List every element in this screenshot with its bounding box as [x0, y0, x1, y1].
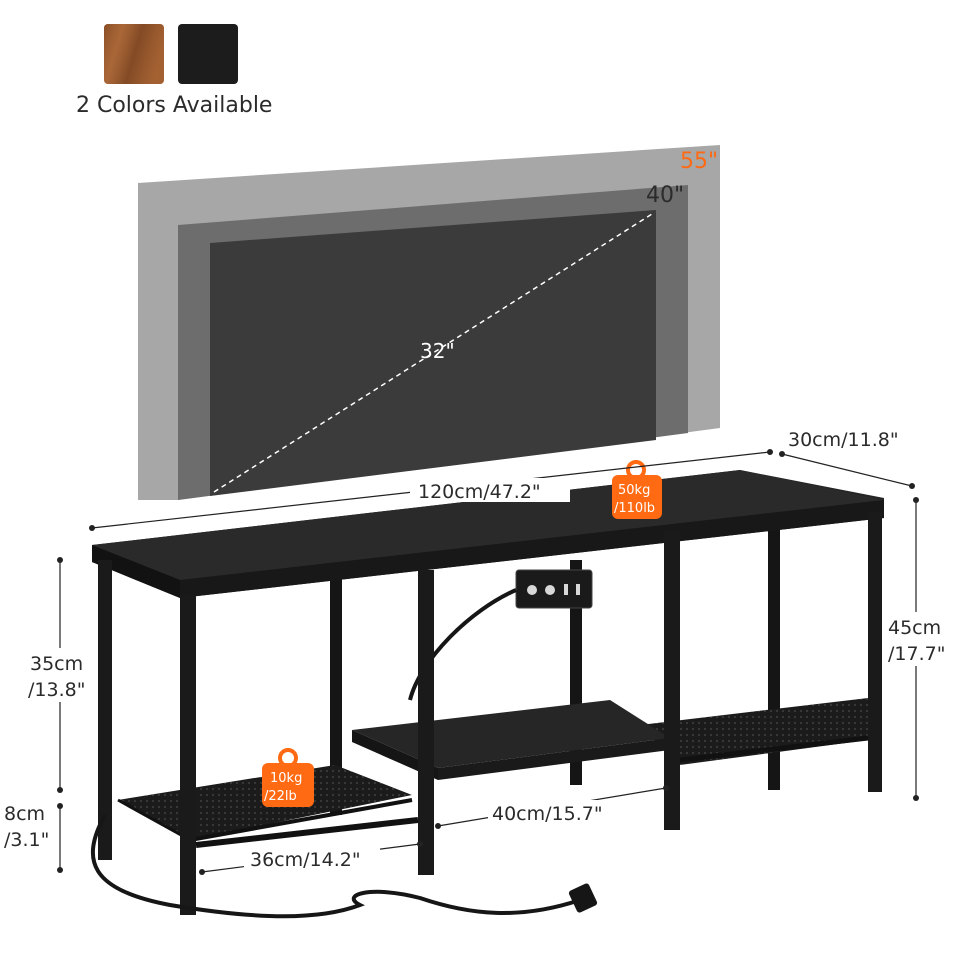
tv-stand: [90, 470, 884, 919]
outlet-icon: [545, 585, 555, 595]
right-mesh-shelf: [640, 698, 868, 765]
leg: [330, 575, 342, 815]
total-height-in: /17.7": [888, 643, 945, 665]
top-load-lb: /110lb: [614, 501, 655, 516]
leg: [180, 595, 196, 915]
plug-icon: [568, 883, 598, 913]
leg: [868, 512, 882, 792]
middle-section-label: 40cm/15.7": [492, 803, 603, 825]
power-cord: [408, 588, 517, 701]
tv-size-guide: 55" 40" 32": [138, 145, 720, 500]
outlet-icon: [527, 585, 537, 595]
left-section-label: 36cm/14.2": [250, 849, 361, 871]
usb-port-icon: [564, 584, 568, 595]
power-strip: [515, 569, 593, 609]
shelf-height-cm: 35cm: [30, 653, 83, 675]
floor-cable: [90, 814, 581, 919]
shelf-load-kg: 10kg: [270, 771, 302, 786]
dimension-annotations: 120cm/47.2" 30cm/11.8" 45cm /17.7" 35cm …: [4, 429, 952, 875]
width-label: 120cm/47.2": [418, 481, 541, 503]
shelf-load-lb: /22lb: [264, 789, 297, 804]
leg: [664, 530, 680, 830]
shelf-height-in: /13.8": [28, 679, 85, 701]
shelf-load-badge: 10kg /22lb: [262, 748, 314, 807]
leg: [418, 570, 434, 875]
tv-32-label: 32": [420, 339, 455, 363]
swatch-black[interactable]: [178, 24, 238, 84]
total-height-cm: 45cm: [888, 617, 941, 639]
wood-grain-texture: [104, 24, 164, 84]
top-load-kg: 50kg: [618, 483, 650, 498]
colors-heading: 2 Colors Available: [76, 93, 272, 118]
leg-clearance-in: /3.1": [4, 829, 49, 851]
usb-port-icon: [576, 584, 580, 595]
tv-55-label: 55": [680, 149, 718, 174]
tv-diagonal: [213, 213, 653, 493]
color-options: 2 Colors Available: [76, 24, 272, 118]
top-load-badge: 50kg /110lb: [612, 460, 662, 519]
tv-40-label: 40": [646, 183, 684, 208]
leg: [98, 560, 112, 860]
depth-label: 30cm/11.8": [788, 429, 899, 451]
leg-clearance-cm: 8cm: [4, 803, 45, 825]
